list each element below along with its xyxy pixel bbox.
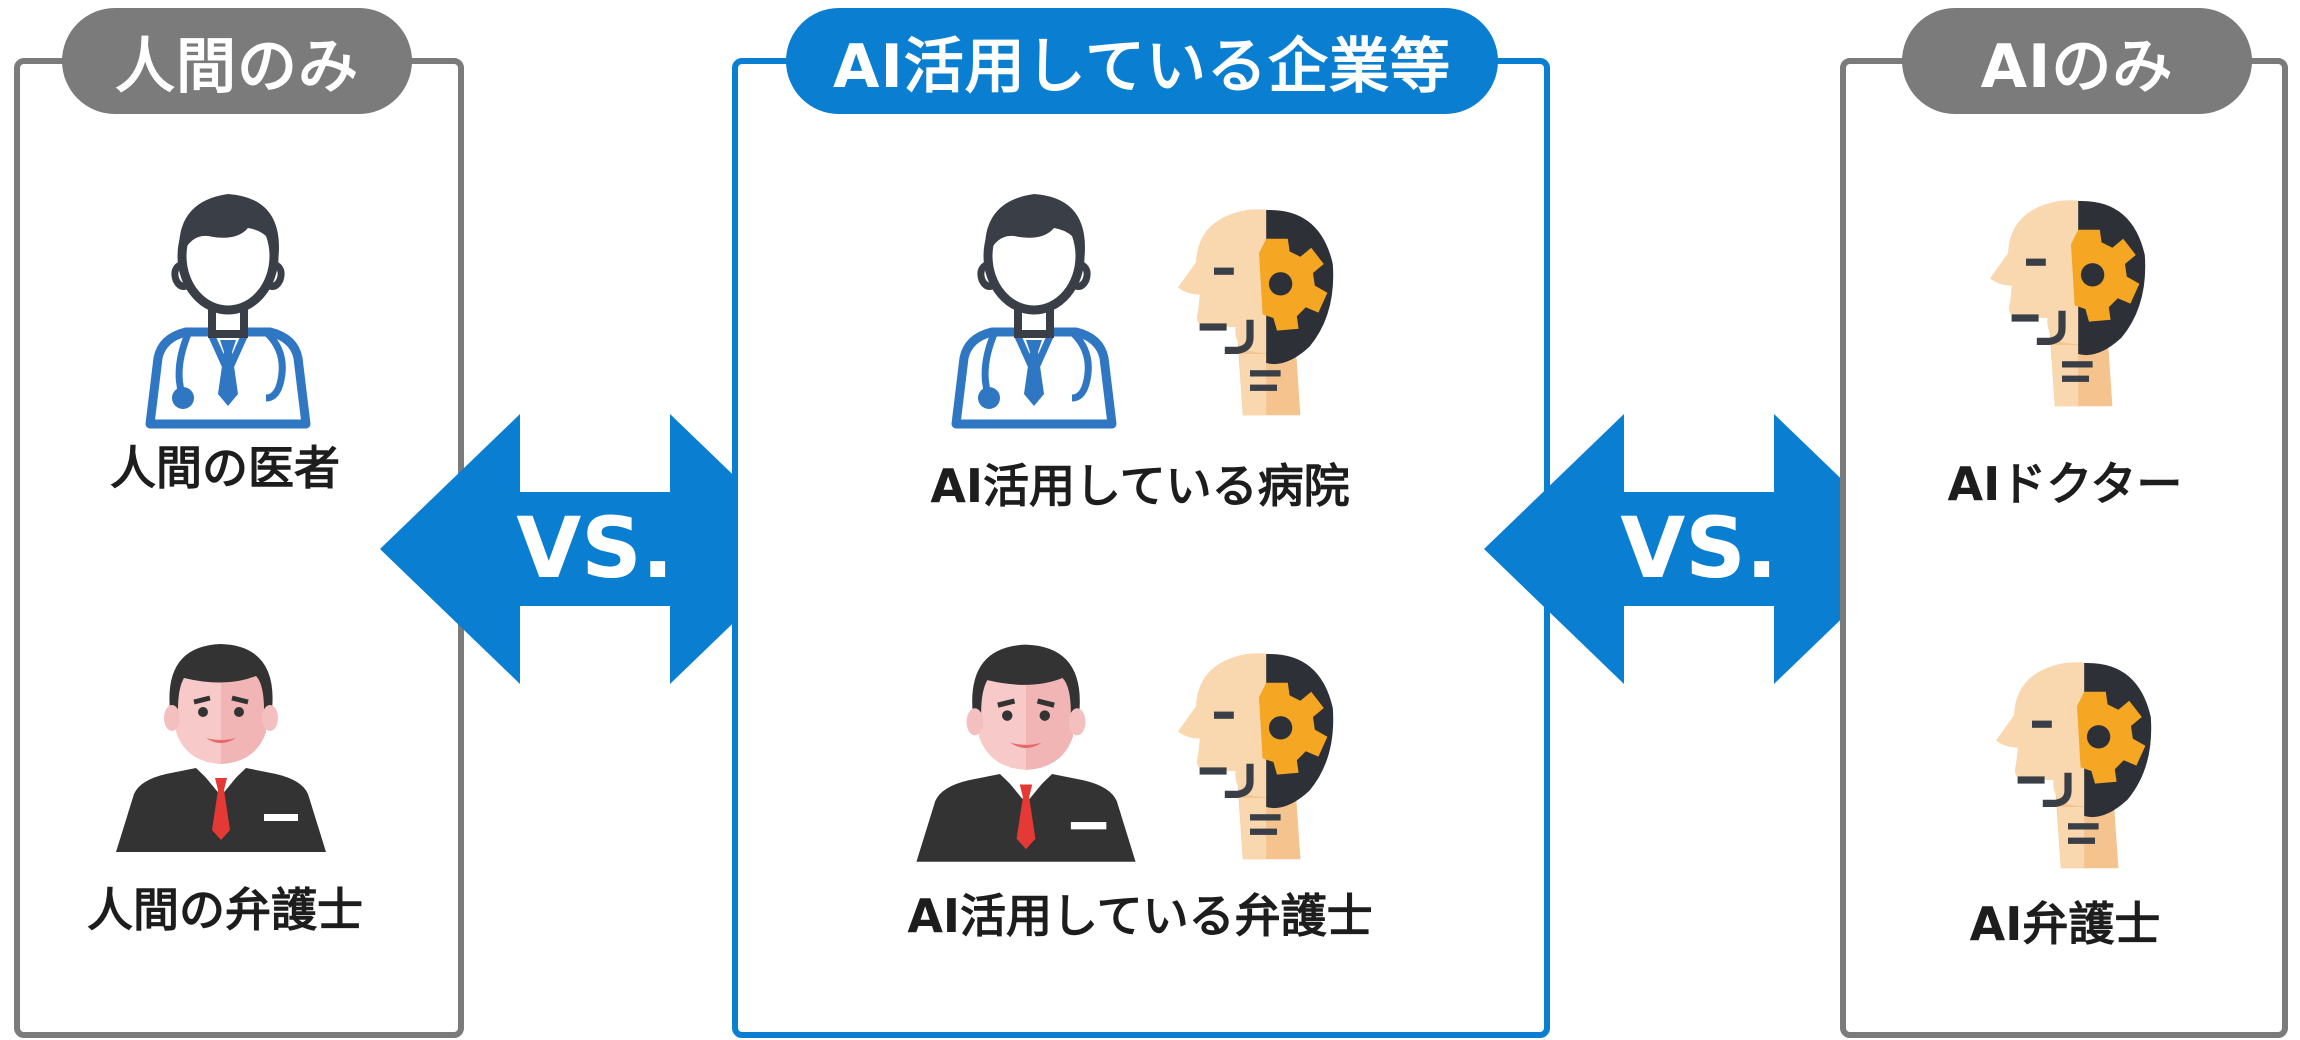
human-only-title: 人間のみ <box>62 8 412 114</box>
ai-lawyer-label: AI活用している弁護士 <box>907 889 1373 943</box>
ai-doctor-label: AIドクター <box>1947 457 2183 511</box>
ai-lawyer-human-icon <box>906 634 1146 864</box>
ai-only-lawyer-label: AI弁護士 <box>1969 897 2161 951</box>
ai-hospital-label: AI活用している病院 <box>930 459 1350 513</box>
human-lawyer-icon <box>106 634 336 854</box>
ai-using-companies-title: AI活用している企業等 <box>786 8 1498 114</box>
ai-lawyer-head-icon <box>1978 642 2158 882</box>
human-doctor-label: 人間の医者 <box>110 441 340 495</box>
ai-using-companies-panel <box>732 58 1550 1038</box>
ai-only-title: AIのみ <box>1902 8 2252 114</box>
human-doctor-icon <box>128 172 328 432</box>
hospital-doctor-icon <box>934 172 1134 432</box>
ai-lawyer-ai-head-icon <box>1160 638 1340 868</box>
human-lawyer-label: 人間の弁護士 <box>87 883 363 937</box>
hospital-ai-head-icon <box>1160 194 1340 424</box>
right-vs-text: VS. <box>1620 499 1778 597</box>
left-vs-text: VS. <box>516 499 674 597</box>
ai-doctor-head-icon <box>1972 180 2152 420</box>
